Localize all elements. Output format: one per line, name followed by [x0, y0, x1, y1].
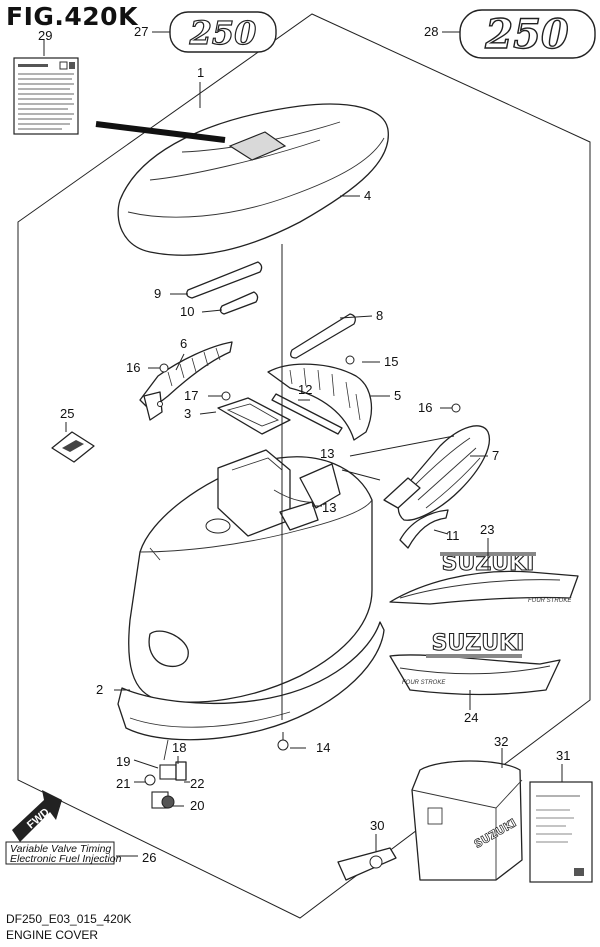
screw-16-right	[451, 403, 461, 413]
seal-strip-10	[219, 291, 259, 315]
seal-strip-8	[290, 313, 356, 359]
svg-text:Variable Valve Timing: Variable Valve Timing	[10, 843, 111, 855]
callout-25: 25	[60, 406, 74, 421]
callout-12: 12	[298, 382, 312, 397]
side-decal-upper: SUZUKI FOUR STROKE	[389, 550, 579, 605]
callout-3: 3	[184, 406, 191, 421]
air-duct-grille	[267, 363, 373, 441]
screw-16-left	[159, 363, 169, 373]
seal-strip-9	[186, 261, 263, 299]
air-grille-right	[383, 425, 490, 521]
callout-13a: 13	[322, 500, 336, 515]
seal-strip-11	[399, 509, 449, 549]
callout-14: 14	[316, 740, 330, 755]
leader-lines	[43, 31, 563, 857]
warning-label-sheet	[13, 57, 79, 135]
callout-7: 7	[492, 448, 499, 463]
svg-text:250: 250	[189, 14, 257, 52]
callout-numbers: 1 2 3 4 5 6 7 8 9 10 11 12 13 13 14 15 1…	[38, 24, 570, 865]
callout-11: 11	[446, 528, 460, 543]
figure-title: FIG.420K	[6, 2, 138, 31]
callout-18: 18	[172, 740, 186, 755]
fwd-arrow: FWD	[12, 790, 62, 842]
svg-text:FOUR STROKE: FOUR STROKE	[402, 680, 446, 686]
small-bag-30	[337, 847, 397, 881]
callout-6: 6	[180, 336, 187, 351]
screw-15	[345, 355, 355, 365]
bolt-14	[277, 732, 289, 751]
lower-engine-cover	[117, 449, 385, 741]
callout-16-right: 16	[418, 400, 432, 415]
callout-19: 19	[116, 754, 130, 769]
frame-outline	[17, 13, 591, 919]
callout-26: 26	[142, 850, 156, 865]
callout-32: 32	[494, 734, 508, 749]
callout-9: 9	[154, 286, 161, 301]
callout-4: 4	[364, 188, 371, 203]
callout-15: 15	[384, 354, 398, 369]
callout-29: 29	[38, 28, 52, 43]
callout-23: 23	[480, 522, 494, 537]
cover-bracket	[217, 397, 291, 435]
top-cover	[95, 103, 389, 256]
callout-17: 17	[184, 388, 198, 403]
callout-24: 24	[464, 710, 478, 725]
callout-2: 2	[96, 682, 103, 697]
callout-10: 10	[180, 304, 194, 319]
model-code: DF250_E03_015_420K	[6, 912, 132, 926]
air-grille-left	[139, 341, 233, 421]
callout-5: 5	[394, 388, 401, 403]
engine-cover-bag: SUZUKI	[411, 760, 523, 881]
callout-21: 21	[116, 776, 130, 791]
svg-text:Electronic Fuel Injection: Electronic Fuel Injection	[10, 853, 122, 865]
callout-31: 31	[556, 748, 570, 763]
side-decal-lower: SUZUKI FOUR STROKE	[389, 630, 561, 696]
callout-13: 13	[320, 446, 334, 461]
callout-30: 30	[370, 818, 384, 833]
svg-text:250: 250	[484, 11, 569, 58]
callout-8: 8	[376, 308, 383, 323]
callout-16-left: 16	[126, 360, 140, 375]
figure-name: ENGINE COVER	[6, 928, 99, 942]
callout-22: 22	[190, 776, 204, 791]
badge-250-small: 250	[169, 11, 277, 53]
callout-20: 20	[190, 798, 204, 813]
callout-1: 1	[197, 65, 204, 80]
suzuki-s-emblem	[51, 431, 95, 463]
owners-manual	[529, 781, 593, 883]
svg-text:FOUR STROKE: FOUR STROKE	[528, 598, 572, 604]
screw-17	[221, 391, 231, 401]
callout-28: 28	[424, 24, 438, 39]
svg-text:SUZUKI: SUZUKI	[432, 631, 525, 656]
feature-decal: Variable Valve Timing Electronic Fuel In…	[5, 841, 122, 865]
latch-assembly	[144, 739, 187, 809]
callout-27: 27	[134, 24, 148, 39]
badge-250-large: 250	[459, 9, 596, 59]
